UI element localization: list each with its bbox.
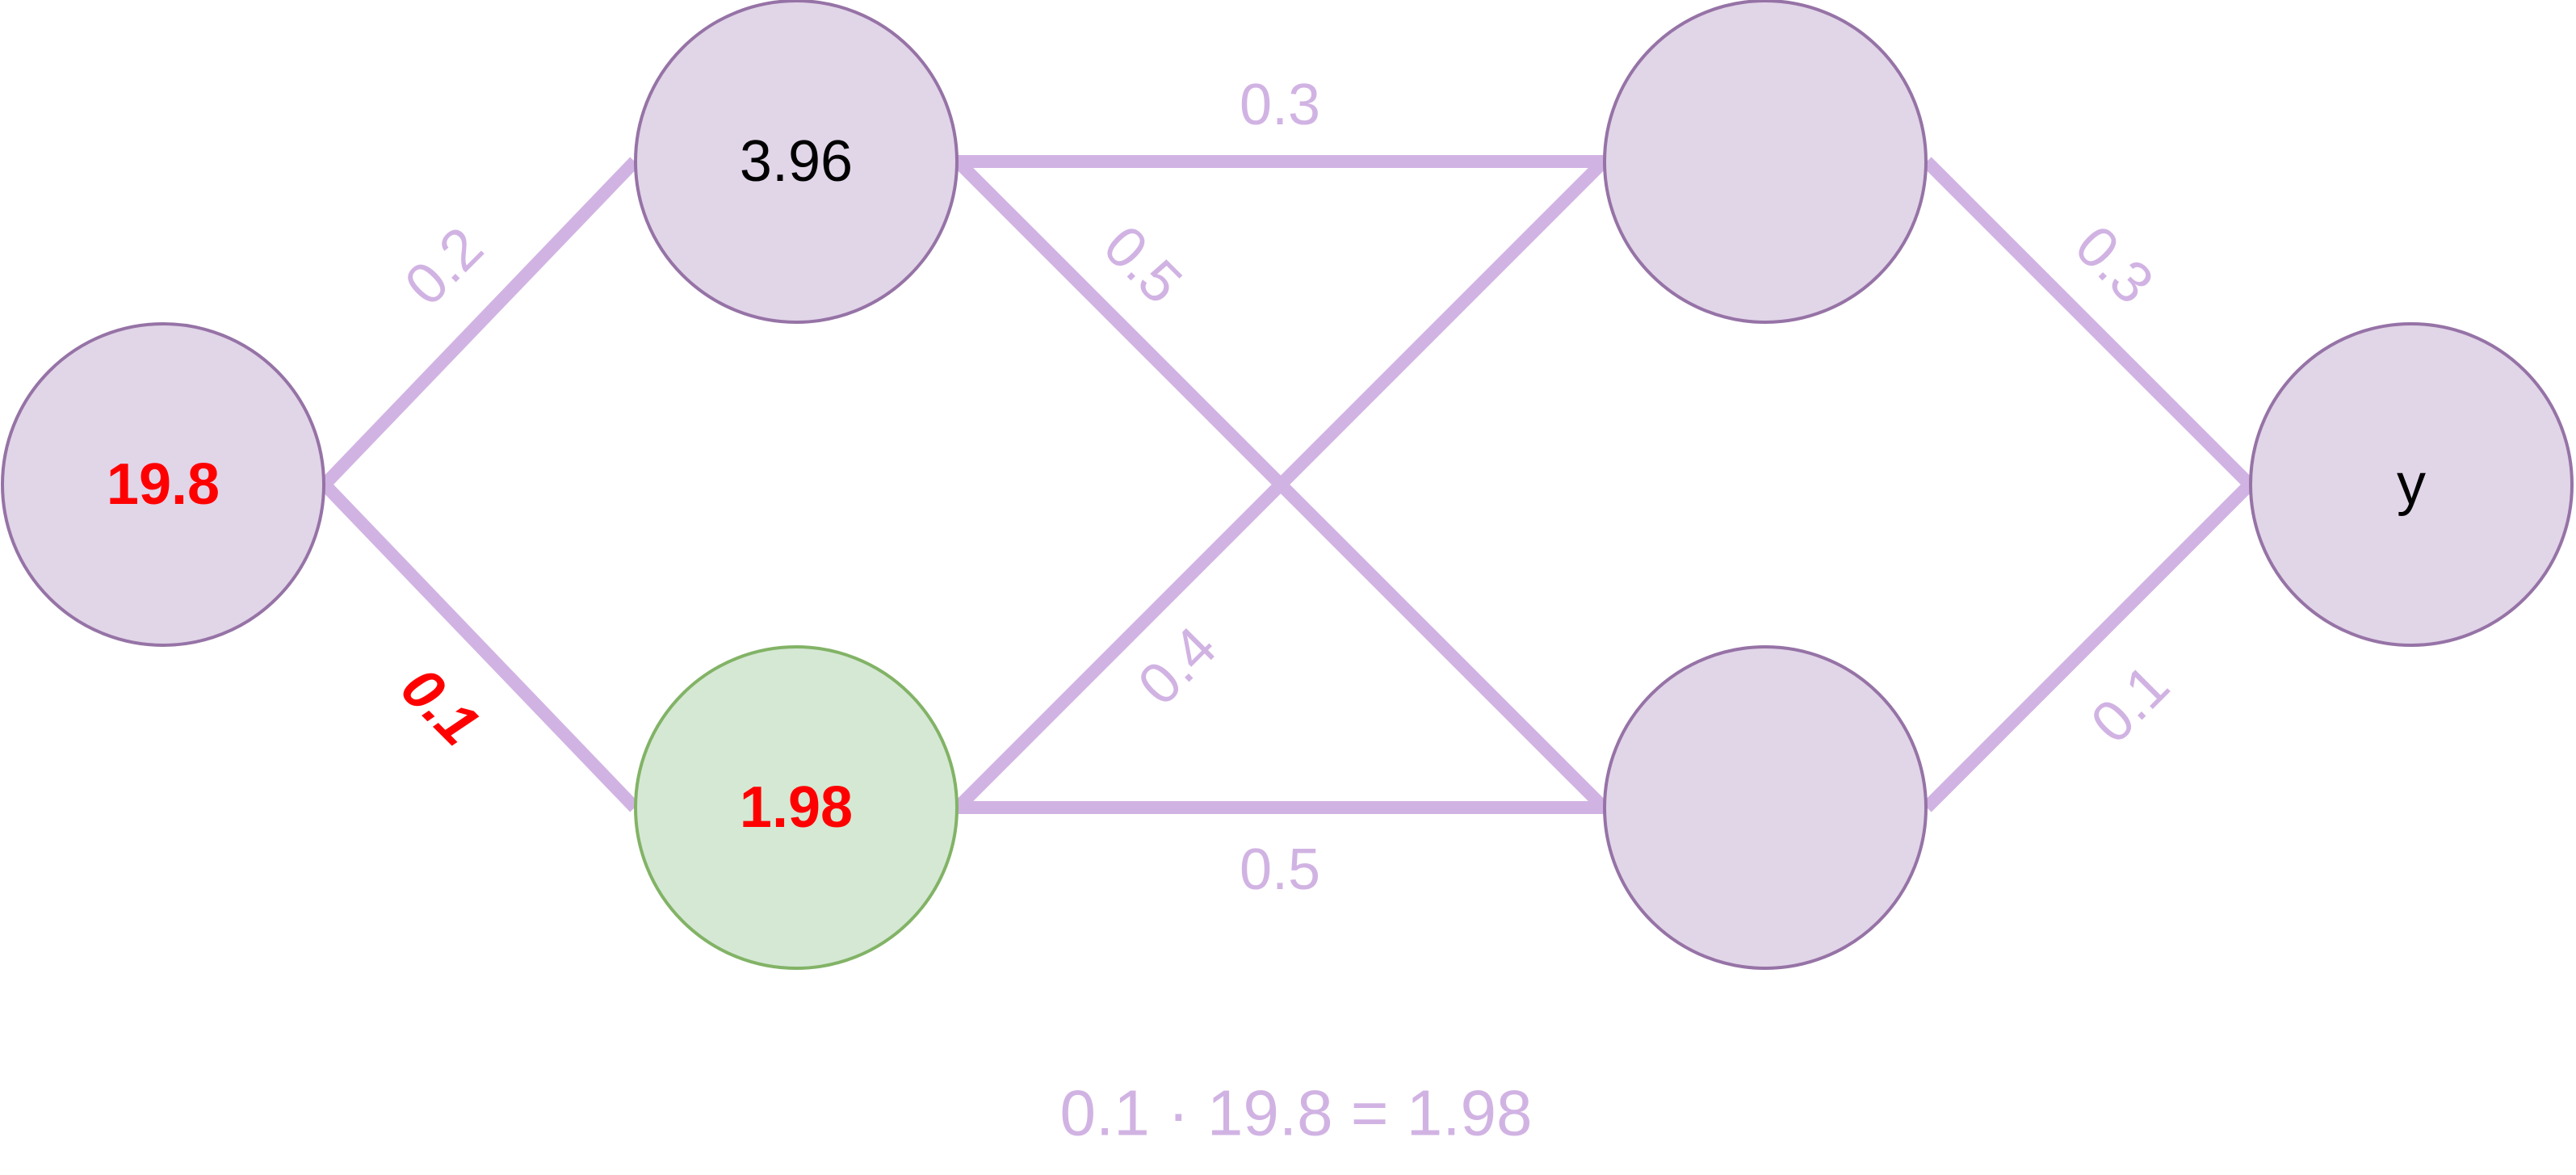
weight-input-to-h1-top: 0.2 — [392, 215, 495, 317]
weight-h1-bottom-to-h2-bottom: 0.5 — [1240, 837, 1320, 902]
hidden1-bottom-node-value: 1.98 — [740, 775, 853, 840]
weight-h2-bottom-to-output: 0.1 — [2079, 653, 2181, 755]
hidden1-bottom-node: 1.98 — [634, 645, 959, 970]
edge-h2-bottom-to-output — [1922, 480, 2255, 812]
input-node: 19.8 — [1, 322, 325, 647]
hidden1-top-node: 3.96 — [634, 0, 959, 324]
input-node-value: 19.8 — [107, 452, 220, 517]
formula-text: 0.1 · 19.8 = 1.98 — [1060, 1077, 1533, 1149]
weight-h1-top-to-h2-top: 0.3 — [1240, 73, 1320, 137]
output-node: y — [2249, 322, 2574, 647]
hidden2-bottom-node — [1603, 645, 1928, 970]
weight-input-to-h1-bottom: 0.1 — [388, 655, 491, 757]
edge-h2-top-to-output — [1922, 157, 2255, 489]
edge-input-to-h1-bottom — [320, 480, 640, 812]
output-node-value: y — [2397, 452, 2426, 517]
hidden1-top-node-value: 3.96 — [740, 129, 853, 194]
hidden2-top-node — [1603, 0, 1928, 324]
weight-h2-top-to-output: 0.3 — [2062, 213, 2165, 316]
edge-h1-bottom-to-h2-top — [953, 157, 1609, 812]
weight-h1-top-to-h2-bottom: 0.5 — [1091, 213, 1194, 316]
edge-input-to-h1-top — [320, 157, 640, 489]
